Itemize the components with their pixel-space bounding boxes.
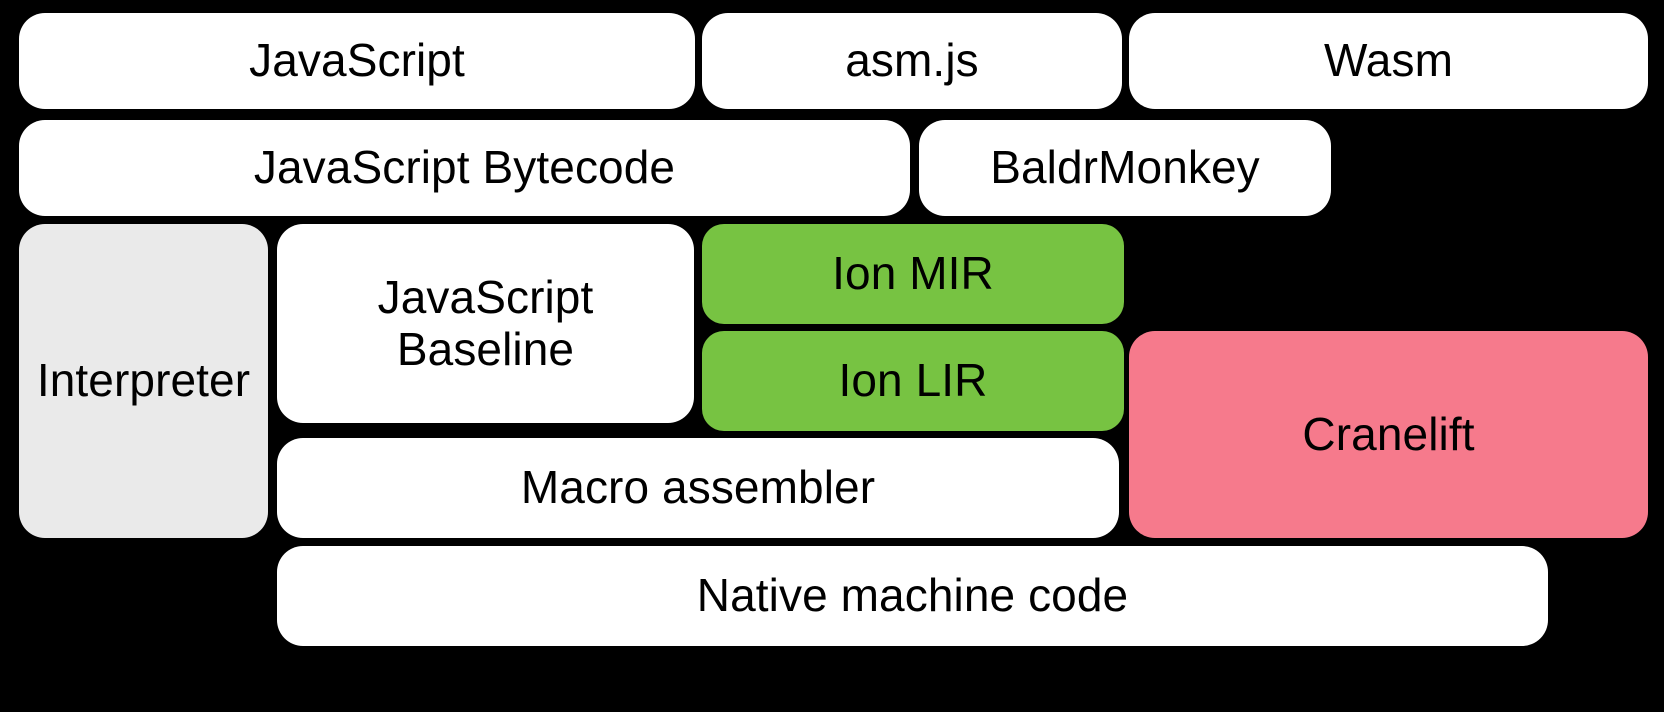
node-interpreter[interactable]: Interpreter [19,224,268,538]
node-ion-mir[interactable]: Ion MIR [702,224,1124,324]
node-javascript-bytecode[interactable]: JavaScript Bytecode [19,120,910,216]
node-javascript[interactable]: JavaScript [19,13,695,109]
node-javascript-baseline[interactable]: JavaScript Baseline [277,224,694,423]
node-native-machine-code[interactable]: Native machine code [277,546,1548,646]
node-cranelift[interactable]: Cranelift [1129,331,1648,538]
node-wasm[interactable]: Wasm [1129,13,1648,109]
node-macro-assembler[interactable]: Macro assembler [277,438,1119,538]
node-asm-js[interactable]: asm.js [702,13,1122,109]
node-baldrmonkey[interactable]: BaldrMonkey [919,120,1331,216]
node-ion-lir[interactable]: Ion LIR [702,331,1124,431]
